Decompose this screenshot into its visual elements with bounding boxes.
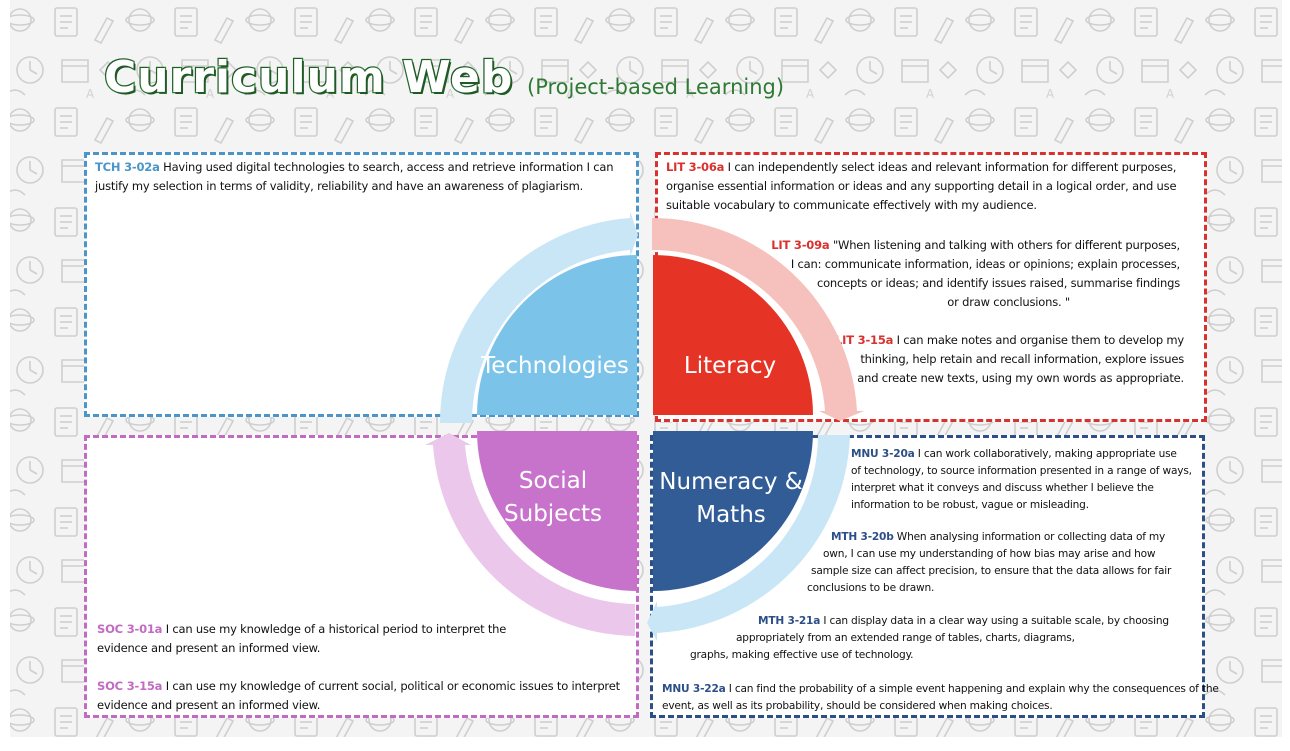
outcome-text: When analysing information or collecting… <box>896 531 1166 543</box>
outcome-text: event, as well as its probability, shoul… <box>662 700 1053 712</box>
mth-3-21a-outcome: MTH 3-21a I can display data in a clear … <box>690 613 1169 664</box>
outcome-text: I can use my knowledge of a historical p… <box>165 622 507 636</box>
outcome-text: appropriately from an extended range of … <box>736 632 1075 644</box>
curriculum-wheel: Technologies Literacy Social Subjects Nu… <box>425 213 864 641</box>
outcome-text: interpret what it conveys and discuss wh… <box>851 482 1154 494</box>
outcome-text: evidence and present an informed view. <box>97 641 321 655</box>
literacy-arrow <box>652 217 864 421</box>
outcome-code: LIT 3-09a <box>771 238 830 252</box>
outcome-text: justify my selection in terms of validit… <box>95 179 584 193</box>
outcome-text: I can find the probability of a simple e… <box>728 683 1219 695</box>
social-subjects-label-line2: Subjects <box>504 501 602 527</box>
outcome-text: Having used digital technologies to sear… <box>163 160 614 174</box>
outcome-code: LIT 3-06a <box>666 160 725 174</box>
outcome-text: evidence and present an informed view. <box>97 698 321 712</box>
outcome-text: concepts or ideas; and identify issues r… <box>816 276 1180 290</box>
page-subtitle: (Project-based Learning) <box>527 75 785 99</box>
technologies-quadrant <box>477 255 637 415</box>
technologies-label: Technologies <box>480 353 629 379</box>
outcome-text: I can work collaboratively, making appro… <box>917 448 1177 460</box>
outcome-text: or draw conclusions. " <box>947 295 1070 309</box>
outcome-code: LIT 3-15a <box>834 333 894 347</box>
outcome-text: suitable vocabulary to communicate effec… <box>666 198 1037 212</box>
outcome-text: organise essential information or ideas … <box>666 179 1177 193</box>
outcome-text: "When listening and talking with others … <box>832 238 1180 252</box>
lit-3-06a-outcome: LIT 3-06a I can independently select ide… <box>666 158 1177 215</box>
outcome-text: I can independently select ideas and rel… <box>727 160 1177 174</box>
numeracy-label-line2: Maths <box>696 502 766 528</box>
outcome-code: SOC 3-15a <box>97 679 163 693</box>
mnu-3-22a-outcome: MNU 3-22a I can find the probability of … <box>662 681 1219 715</box>
outcome-text: of technology, to source information pre… <box>851 465 1192 477</box>
outcome-text: sample size can affect precision, to ens… <box>811 565 1172 577</box>
literacy-quadrant <box>653 255 813 415</box>
outcome-text: I can use my knowledge of current social… <box>165 679 620 693</box>
outcome-text: information to be robust, vague or misle… <box>851 499 1089 511</box>
mnu-3-20a-outcome: MNU 3-20a I can work collaboratively, ma… <box>851 446 1192 514</box>
lit-3-09a-outcome: LIT 3-09a "When listening and talking wi… <box>771 236 1180 312</box>
numeracy-quadrant <box>653 431 813 591</box>
outcome-text: own, I can use my understanding of how b… <box>823 548 1156 560</box>
outcome-code: MTH 3-20b <box>831 531 894 543</box>
outcome-code: MTH 3-21a <box>758 615 821 627</box>
mth-3-20b-outcome: MTH 3-20b When analysing information or … <box>807 529 1171 597</box>
page-title: Curriculum Web <box>103 51 514 105</box>
lit-3-15a-outcome: LIT 3-15a I can make notes and organise … <box>835 331 1184 388</box>
outcome-text: graphs, making effective use of technolo… <box>690 649 914 661</box>
numeracy-arrow <box>647 435 850 641</box>
technologies-arrow <box>439 213 638 423</box>
outcome-text: I can display data in a clear way using … <box>823 615 1169 627</box>
outcome-text: and create new texts, using my own words… <box>857 371 1184 385</box>
numeracy-label-line1: Numeracy & <box>659 469 802 495</box>
outcome-code: MNU 3-22a <box>662 683 726 695</box>
outcome-code: MNU 3-20a <box>851 448 915 460</box>
social-subjects-quadrant <box>477 431 637 591</box>
outcome-text: conclusions to be drawn. <box>807 582 935 594</box>
tch-3-02a-outcome: TCH 3-02a Having used digital technologi… <box>95 158 613 196</box>
outcome-code: SOC 3-01a <box>97 622 163 636</box>
social-subjects-label-line1: Social <box>519 468 587 494</box>
literacy-label: Literacy <box>684 353 776 379</box>
social-subjects-arrow <box>425 433 635 636</box>
soc-3-01a-outcome: SOC 3-01a I can use my knowledge of a hi… <box>97 620 506 658</box>
outcome-text: I can: communicate information, ideas or… <box>790 257 1180 271</box>
outcome-code: TCH 3-02a <box>95 160 160 174</box>
outcome-text: I can make notes and organise them to de… <box>896 333 1185 347</box>
soc-3-15a-outcome: SOC 3-15a I can use my knowledge of curr… <box>97 677 620 715</box>
outcome-text: thinking, help retain and recall informa… <box>860 352 1184 366</box>
